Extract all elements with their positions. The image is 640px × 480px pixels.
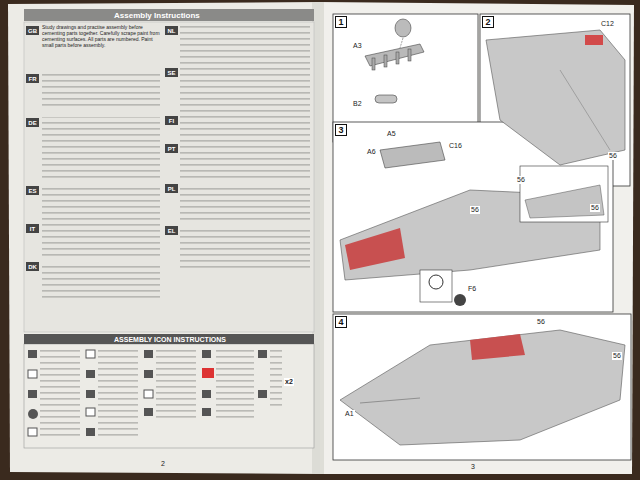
part-number: A1 bbox=[344, 410, 355, 418]
node-text: EL bbox=[168, 228, 176, 234]
node-text: FR bbox=[29, 76, 37, 82]
step-number: 4 bbox=[335, 316, 347, 328]
node-text: DE bbox=[28, 120, 36, 126]
node-text: ES bbox=[28, 188, 36, 194]
node-text: NL bbox=[168, 28, 176, 34]
part-number: A3 bbox=[352, 42, 363, 50]
node-text: Assembly Instructions bbox=[114, 11, 200, 20]
node-text: DK bbox=[28, 264, 37, 270]
part-number: 56 bbox=[608, 152, 618, 160]
part-number: F6 bbox=[467, 285, 477, 293]
language-code: FI bbox=[165, 116, 178, 125]
language-code: PT bbox=[165, 144, 178, 153]
language-code: NL bbox=[165, 26, 178, 35]
page-number: 3 bbox=[470, 463, 476, 471]
node-text: 4 bbox=[338, 317, 343, 327]
part-number: A5 bbox=[386, 130, 397, 138]
part-number: C12 bbox=[600, 20, 615, 28]
node-text: SE bbox=[167, 70, 175, 76]
language-code: GB bbox=[26, 26, 39, 35]
language-code: EL bbox=[165, 226, 178, 235]
language-code: IT bbox=[26, 224, 39, 233]
step-number: 2 bbox=[482, 16, 494, 28]
node-text: FI bbox=[169, 118, 174, 124]
part-number: B2 bbox=[352, 100, 363, 108]
language-code: FR bbox=[26, 74, 39, 83]
part-number: 56 bbox=[470, 206, 480, 214]
page-number: 2 bbox=[160, 460, 166, 468]
part-number: C16 bbox=[448, 142, 463, 150]
quantity-mark: x2 bbox=[284, 378, 294, 386]
node-text: GB bbox=[28, 28, 37, 34]
language-code: SE bbox=[165, 68, 178, 77]
part-number: 56 bbox=[590, 204, 600, 212]
language-code: ES bbox=[26, 186, 39, 195]
part-number: A6 bbox=[366, 148, 377, 156]
node-text: 3 bbox=[338, 125, 343, 135]
part-number: 56 bbox=[516, 176, 526, 184]
icon-band: ASSEMBLY ICON INSTRUCTIONS bbox=[24, 334, 314, 344]
node-text: PT bbox=[168, 146, 176, 152]
node-text: 1 bbox=[338, 17, 343, 27]
language-code: DK bbox=[26, 262, 39, 271]
step-number: 1 bbox=[335, 16, 347, 28]
language-code: PL bbox=[165, 184, 178, 193]
title-band: Assembly Instructions bbox=[24, 9, 314, 21]
node-text: ASSEMBLY ICON INSTRUCTIONS bbox=[114, 336, 226, 343]
node-text: PL bbox=[168, 186, 176, 192]
part-number: 56 bbox=[536, 318, 546, 326]
node-text: 2 bbox=[485, 17, 490, 27]
paragraph-text: Study drawings and practise assembly bef… bbox=[42, 24, 160, 48]
part-number: 56 bbox=[612, 352, 622, 360]
language-code: DE bbox=[26, 118, 39, 127]
node-text: IT bbox=[30, 226, 35, 232]
step-number: 3 bbox=[335, 124, 347, 136]
